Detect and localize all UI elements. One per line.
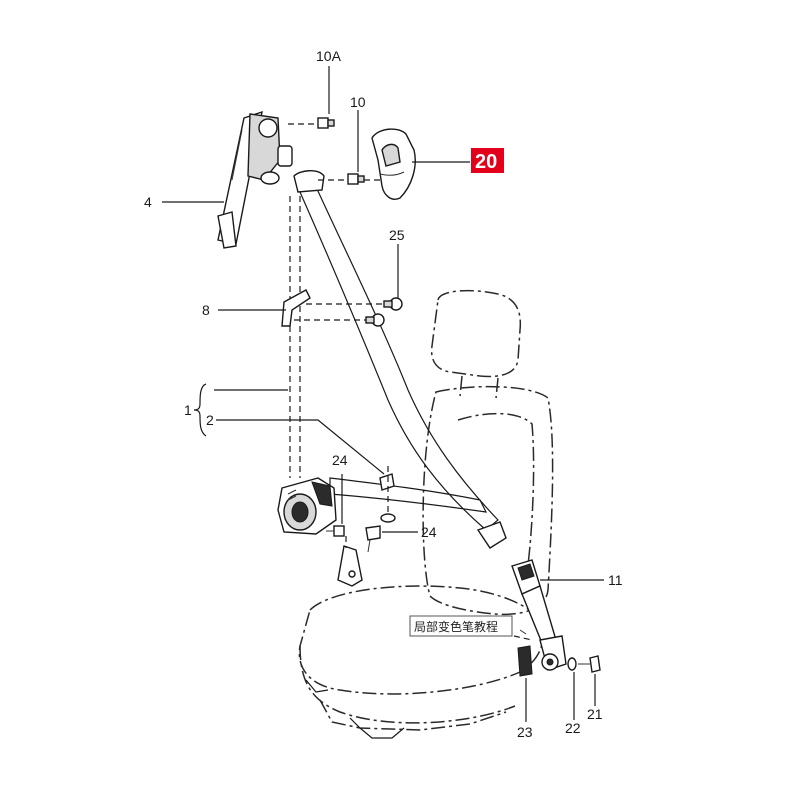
bolt-10-head	[347, 173, 359, 185]
callout-10a: 10A	[316, 48, 342, 64]
height-adjuster-roller	[260, 171, 280, 185]
height-adjuster-base	[217, 211, 237, 249]
callout-4: 4	[144, 194, 152, 210]
buckle-slot	[517, 563, 535, 581]
bolt-25-upper-shank	[383, 300, 393, 308]
bolt-24-left-head	[333, 525, 345, 537]
retractor-pretensioner	[311, 481, 333, 507]
bolt-10a-shank	[327, 119, 335, 127]
part-spacer-hole	[546, 658, 554, 666]
callout-1: 1	[184, 402, 192, 418]
cover-cap-edge	[379, 171, 405, 176]
belt-lap-strap	[329, 477, 488, 513]
belt-webbing	[289, 170, 507, 549]
seat-headrest-post	[459, 375, 499, 399]
leader-2	[216, 419, 385, 475]
callout-20: 20	[475, 151, 497, 173]
bolt-24-mid-shank	[367, 539, 371, 553]
bolt-10-shank	[357, 175, 365, 183]
height-adjuster-slot	[231, 129, 243, 181]
bolt-25-lower-shank	[365, 316, 375, 324]
lower-anchor-bracket	[337, 536, 363, 587]
seat-cushion-front	[299, 645, 516, 724]
callout-10: 10	[350, 94, 366, 110]
lower-anchor-hole	[348, 570, 356, 578]
belt-tongue	[476, 521, 507, 549]
height-adjuster-button	[277, 145, 293, 167]
seat-rail-foot	[305, 679, 329, 693]
retractor-spool-core	[291, 501, 309, 523]
guide-bracket-body	[281, 289, 311, 327]
seat-rail	[349, 717, 405, 739]
part-22-washer	[567, 657, 577, 671]
anchor-washer	[379, 466, 396, 523]
watermark-note-text: 局部变色笔教程	[414, 619, 498, 634]
seat-base	[319, 699, 507, 731]
callout-23: 23	[517, 724, 533, 740]
callout-22: 22	[565, 720, 581, 736]
callout-labels: 10A 10 20 4 25 8 1 2 24 24 11 23 22 21	[144, 48, 623, 740]
anchor-washer-lower	[380, 513, 396, 523]
callout-2: 2	[206, 412, 214, 428]
buckle-mount-axis	[513, 635, 533, 641]
part-23-cover	[517, 645, 533, 677]
callout-24-left: 24	[332, 452, 348, 468]
cover-cap	[371, 128, 416, 200]
callout-25: 25	[389, 227, 405, 243]
anchor-washer-upper	[379, 473, 395, 491]
callout-24-right: 24	[421, 524, 437, 540]
buckle-mounting-parts	[513, 629, 601, 677]
bolts-25	[294, 297, 403, 327]
bolt-10a	[288, 117, 335, 129]
seat-outline	[298, 289, 554, 739]
callout-21: 21	[587, 706, 603, 722]
lower-anchor-plate	[337, 545, 363, 587]
bolt-10	[318, 173, 380, 185]
leader-1-brace	[193, 383, 207, 437]
watermark-note: 局部变色笔教程	[409, 615, 513, 637]
belt-retractor	[277, 477, 337, 535]
watermark-note-box	[409, 615, 513, 637]
bolt-24-mid-head	[365, 525, 381, 541]
belt-shoulder-guide	[293, 170, 325, 193]
guide-bracket	[281, 289, 311, 327]
seat-headrest	[430, 289, 522, 378]
leader-lines	[162, 66, 604, 722]
height-adjuster-knob-top	[258, 118, 278, 138]
cover-cap-recess	[381, 143, 401, 167]
bolts-24	[326, 525, 381, 553]
seat-cushion	[298, 585, 544, 695]
buckle-mount-pin	[519, 629, 527, 635]
bolt-10a-head	[317, 117, 329, 129]
seat-backrest-inner	[457, 412, 535, 581]
callout-20-highlight	[471, 148, 504, 173]
retractor-ribs	[287, 489, 297, 501]
callout-8: 8	[202, 302, 210, 318]
height-adjuster	[217, 110, 293, 249]
part-21-bolt-head	[589, 655, 601, 673]
callout-11: 11	[608, 572, 623, 588]
